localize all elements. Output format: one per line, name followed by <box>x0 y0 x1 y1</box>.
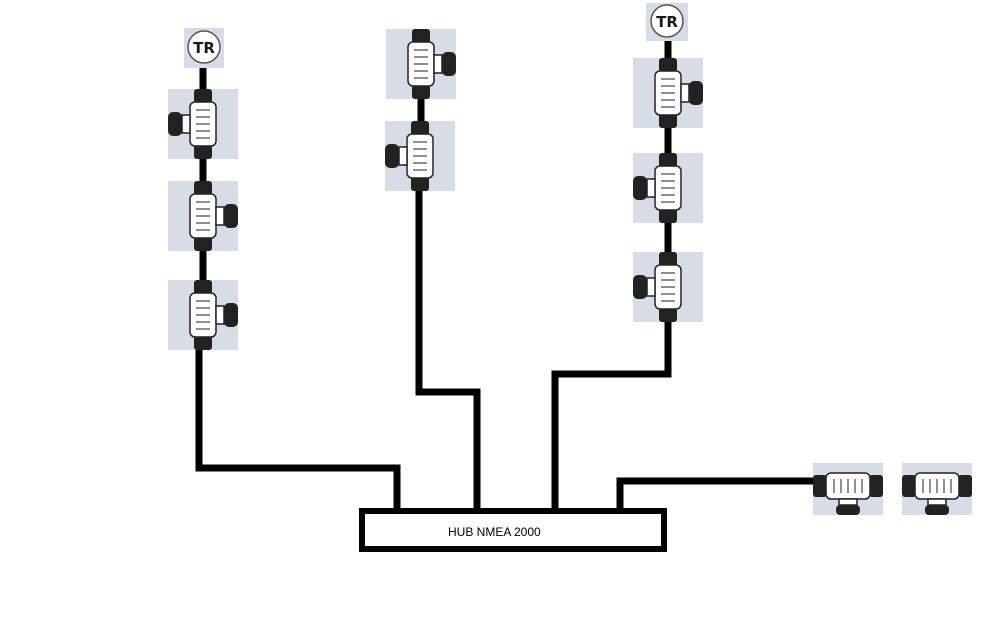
tee-connector <box>167 180 239 252</box>
tee-connector <box>812 462 884 516</box>
terminator-icon <box>187 30 221 64</box>
nmea-hub: HUB NMEA 2000 <box>359 508 667 552</box>
terminator-label: TR <box>656 13 678 31</box>
tee-connector <box>632 251 704 323</box>
cable-middle-branch-to-hub <box>415 185 481 514</box>
terminator-right: TR <box>646 3 688 41</box>
hub-box <box>359 508 667 552</box>
terminator-label: TR <box>193 39 215 57</box>
tee-connector <box>632 57 704 129</box>
tee-connector <box>167 279 239 351</box>
terminator-icon <box>650 4 684 38</box>
tee-connector <box>167 88 239 160</box>
tee-connector <box>901 462 973 516</box>
hub-label: HUB NMEA 2000 <box>448 525 541 539</box>
terminator-left: TR <box>184 28 224 68</box>
backbone-cables <box>195 38 818 514</box>
cable-left-branch-to-hub <box>195 345 401 514</box>
cable-right-branch-to-hub <box>551 318 672 514</box>
tee-connector <box>632 152 704 224</box>
cable-hub-to-extension-tees <box>616 477 818 514</box>
tee-connector <box>385 28 457 100</box>
tee-connector <box>384 120 456 192</box>
